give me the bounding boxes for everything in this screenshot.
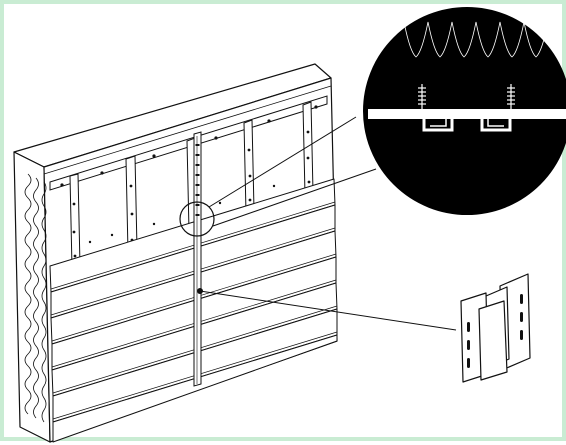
connector-slots — [467, 294, 523, 368]
detail-joint-channel — [422, 110, 512, 132]
detail-siding-surface — [368, 109, 566, 119]
h-joint-connector — [460, 273, 531, 383]
vertical-joint-trim — [193, 131, 202, 387]
insulation-texture — [24, 173, 47, 423]
detail-screws — [418, 84, 515, 109]
siding-board-7 — [52, 334, 338, 443]
trim-screw-holes — [195, 144, 200, 216]
stud-2 — [125, 155, 138, 253]
vertical-furring-studs — [49, 95, 328, 269]
detail-focus-circle — [179, 201, 215, 237]
joint-detail-magnifier — [363, 7, 566, 215]
stud-1 — [69, 173, 81, 269]
callout-leader-lines — [208, 116, 377, 227]
connector-leader-line — [199, 290, 457, 331]
cladding-installation-illustration — [13, 7, 566, 443]
fastener-dots — [60, 105, 318, 258]
detail-insulation-texture — [403, 21, 549, 58]
